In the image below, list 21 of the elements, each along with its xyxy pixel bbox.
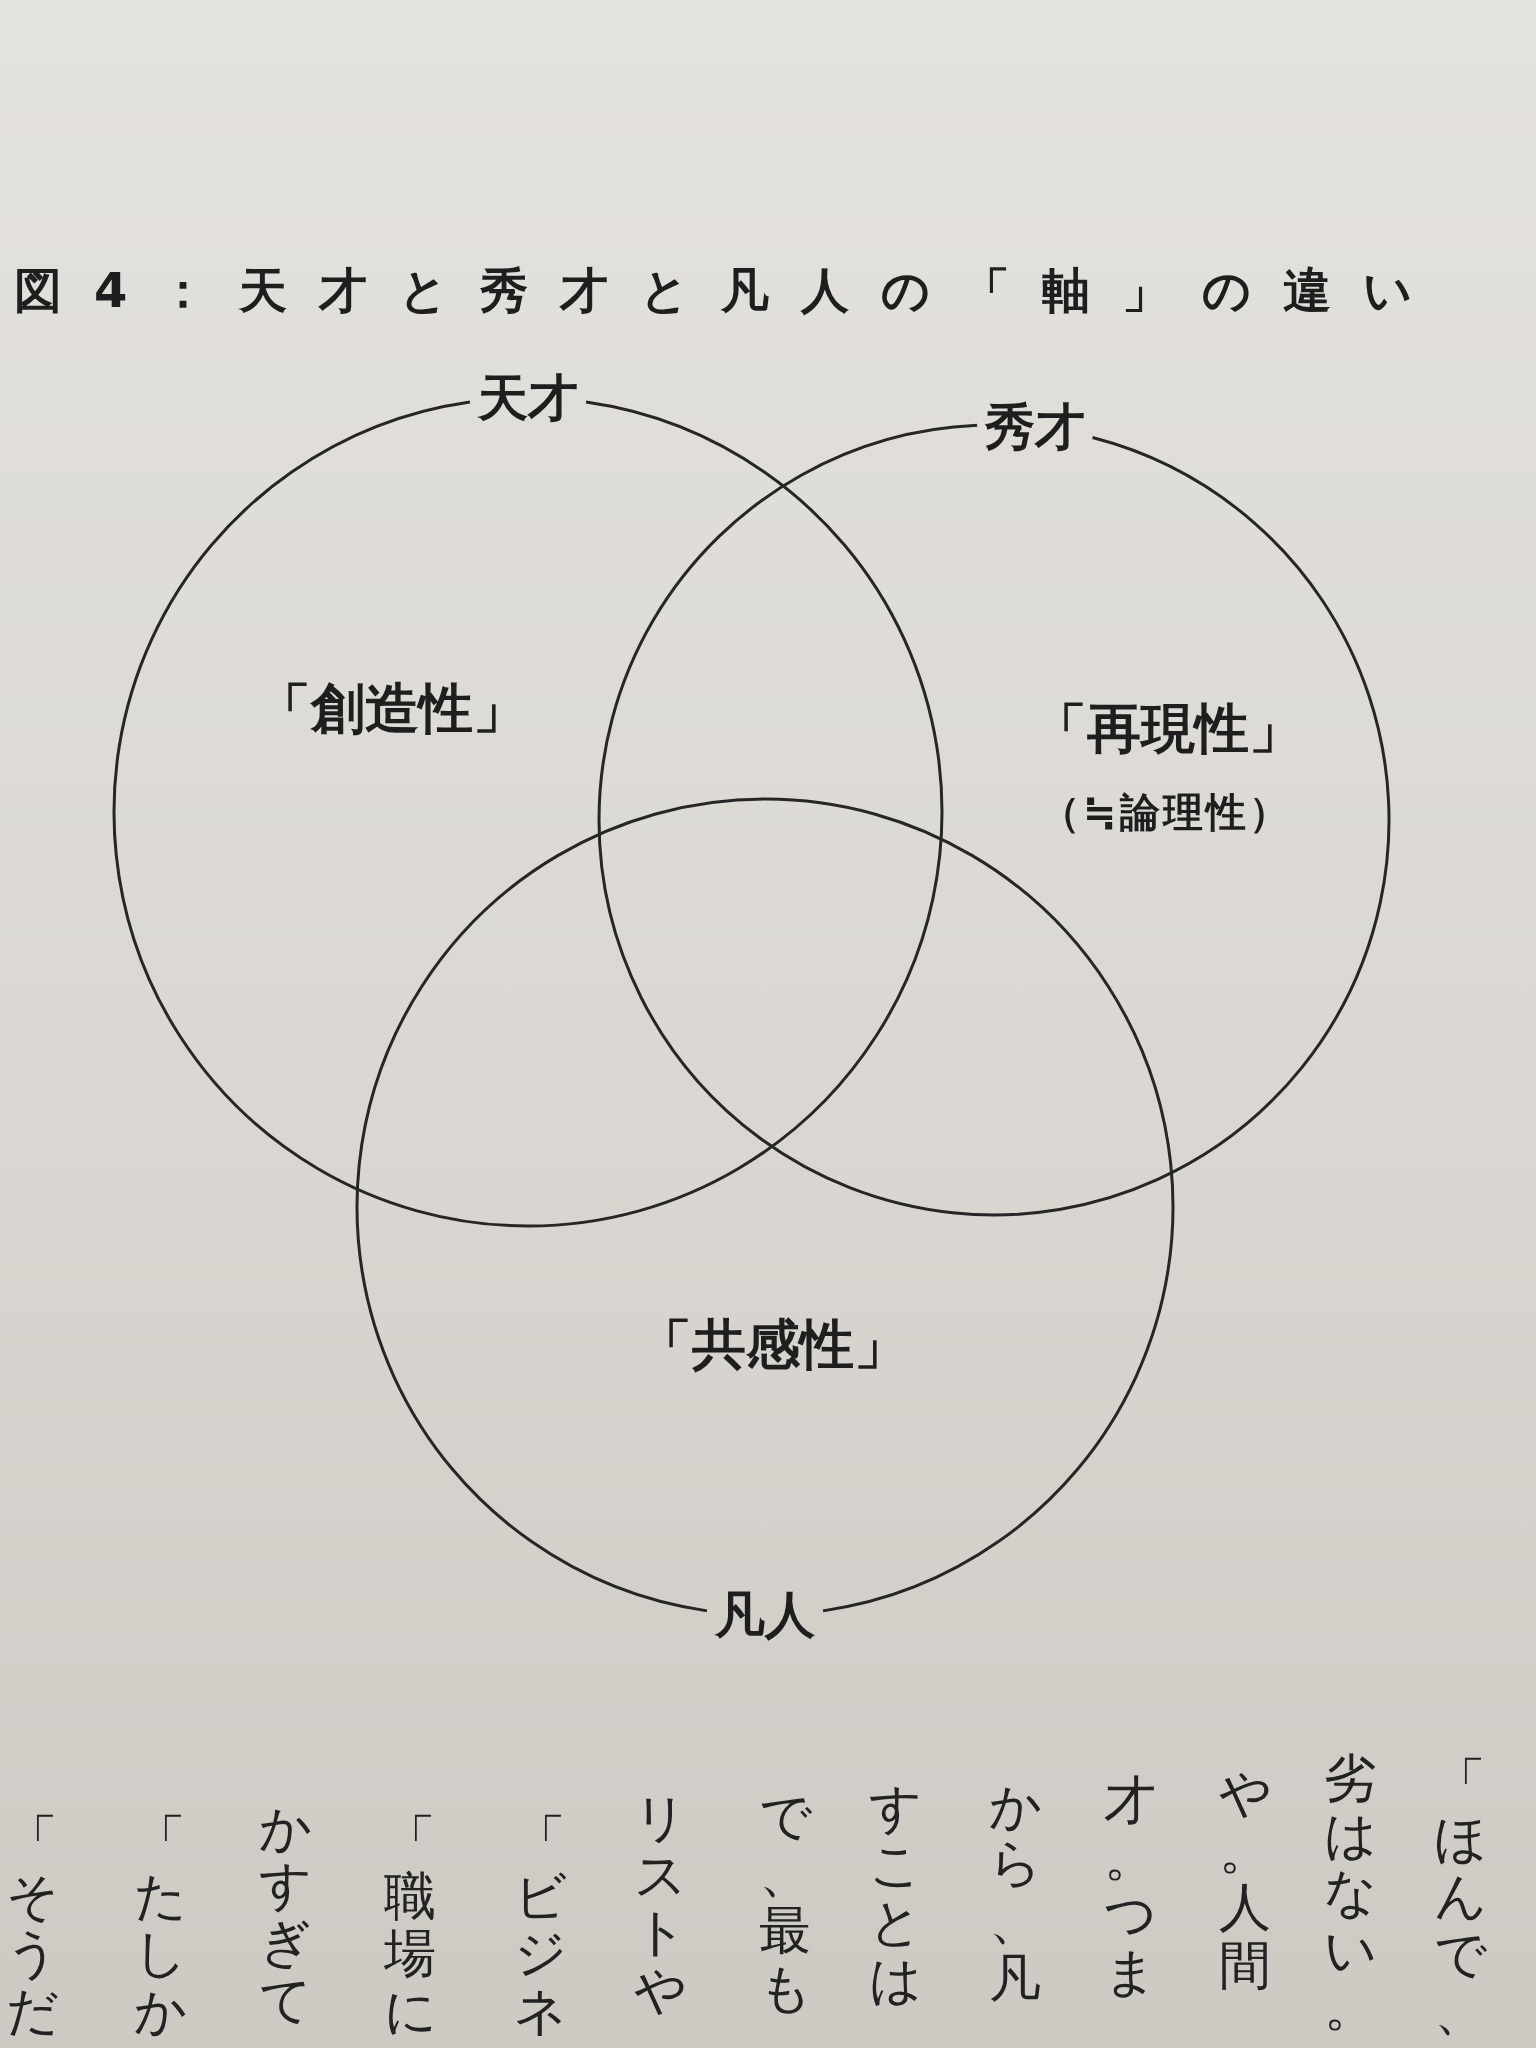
region-label: 「創造性」 bbox=[257, 678, 527, 741]
body-text-column: 才。つま bbox=[1104, 1772, 1156, 2001]
body-text-column: から、凡 bbox=[989, 1778, 1041, 2007]
body-text-column: 劣はない。 bbox=[1324, 1750, 1376, 2036]
body-text-column: かすぎて bbox=[259, 1800, 311, 2029]
circle-label: 秀才 bbox=[985, 399, 1086, 455]
region-label: 「共感性」 bbox=[638, 1314, 908, 1377]
circle-label: 凡人 bbox=[715, 1587, 815, 1643]
figure-title: 図4：天才と秀才と凡人の「軸」の違い bbox=[14, 262, 1445, 320]
body-text-column: 「そうだ bbox=[6, 1811, 58, 2040]
body-text-column: 「たしか bbox=[134, 1811, 186, 2040]
body-text-column: で、最も bbox=[759, 1788, 811, 2017]
body-text-column: 「職場に bbox=[384, 1811, 436, 2040]
body-text-column: すことは bbox=[869, 1780, 921, 2009]
body-text-column: 「ほんで、 bbox=[1434, 1754, 1486, 2040]
region-label: 「再現性」 bbox=[1033, 698, 1303, 761]
body-text-column: や。人間 bbox=[1219, 1765, 1271, 1994]
region-label: （≒論理性） bbox=[1040, 789, 1292, 835]
circle-label: 天才 bbox=[478, 370, 578, 426]
body-text-column: リストや bbox=[634, 1790, 686, 2019]
body-text-column: 「ビジネ bbox=[514, 1811, 566, 2040]
